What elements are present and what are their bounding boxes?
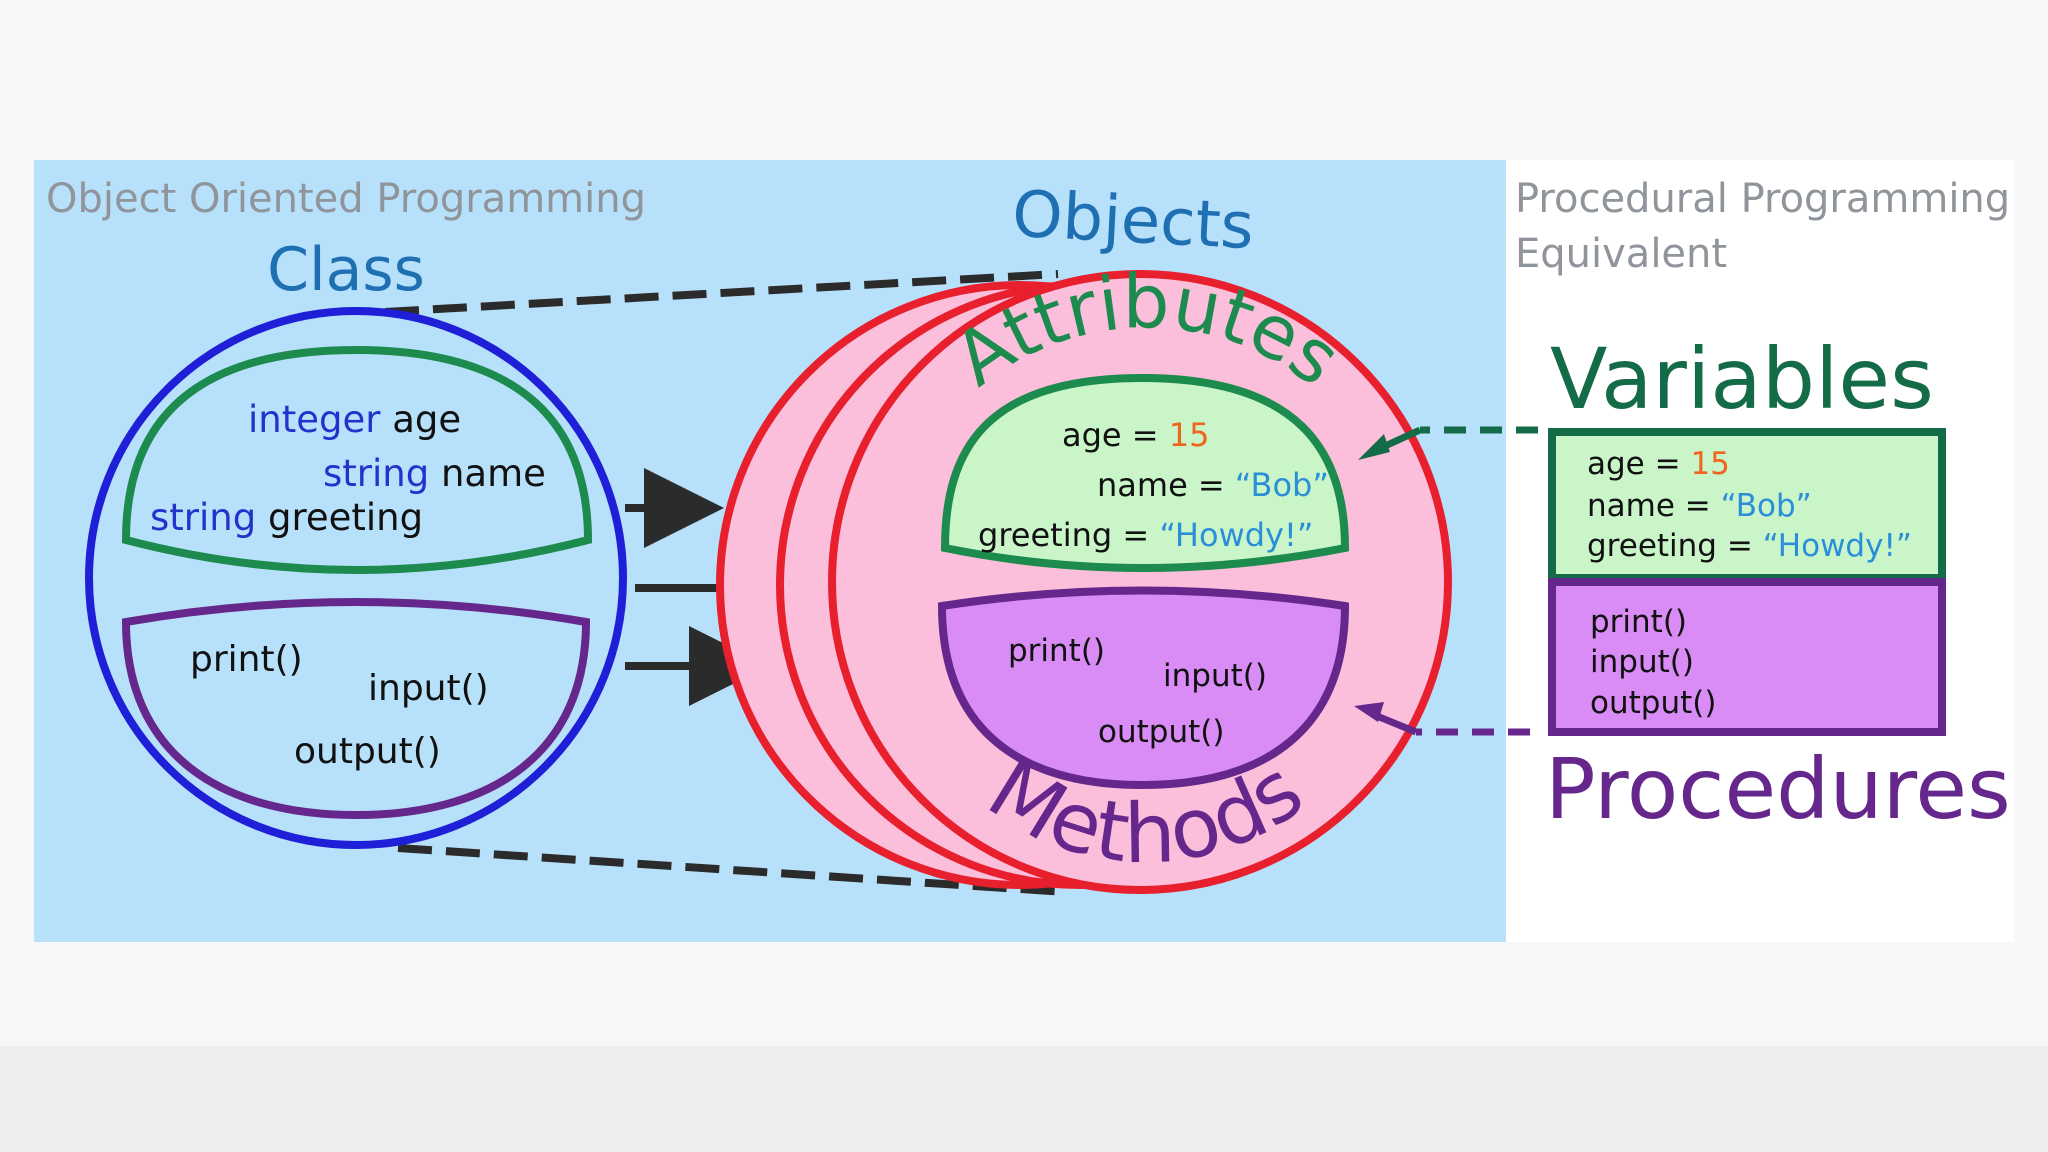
procedures-heading: Procedures <box>1545 740 2011 838</box>
object-attribute-name: name = “Bob” <box>1097 466 1329 504</box>
variable-greeting: greeting = “Howdy!” <box>1587 528 1912 564</box>
variable-name: name = “Bob” <box>1587 488 1812 524</box>
class-circle: integer age string name string greeting … <box>85 307 627 849</box>
object-method-input: input() <box>1163 658 1267 694</box>
object-method-output: output() <box>1098 714 1224 750</box>
procedural-panel-title-line1: Procedural Programming <box>1515 176 2010 222</box>
objects-heading: Objects <box>1010 178 1255 265</box>
object-attributes-dome <box>940 373 1350 572</box>
object-circle-front: Attributes Methods age = 15 name = “Bob”… <box>828 259 1452 894</box>
variables-mapping-arrow <box>1358 426 1538 460</box>
object-methods-bowl <box>937 586 1350 790</box>
footer-band <box>0 1046 2048 1152</box>
procedure-output: output() <box>1590 685 1716 721</box>
projection-line-top <box>384 270 1059 316</box>
class-heading: Class <box>267 235 425 305</box>
class-attribute-3: string greeting <box>150 496 423 539</box>
object-method-print: print() <box>1008 633 1105 669</box>
class-method-print: print() <box>190 639 303 680</box>
class-method-input: input() <box>368 668 489 709</box>
class-method-output: output() <box>294 731 441 772</box>
class-attribute-2: string name <box>323 452 546 495</box>
procedure-print: print() <box>1590 604 1687 640</box>
procedures-box <box>1548 578 1946 736</box>
variables-heading: Variables <box>1550 330 1934 428</box>
object-attribute-age: age = 15 <box>1062 416 1209 454</box>
object-attribute-greeting: greeting = “Howdy!” <box>978 516 1313 554</box>
procedural-panel-title-line2: Equivalent <box>1515 231 1727 277</box>
class-methods-bowl <box>121 598 591 820</box>
procedures-mapping-arrow <box>1354 702 1530 736</box>
projection-line-bottom <box>397 844 1067 896</box>
class-attribute-1: integer age <box>248 398 461 441</box>
oop-panel-title: Object Oriented Programming <box>46 176 646 222</box>
class-attributes-dome <box>121 345 593 574</box>
procedure-input: input() <box>1590 644 1694 680</box>
variable-age: age = 15 <box>1587 446 1730 482</box>
